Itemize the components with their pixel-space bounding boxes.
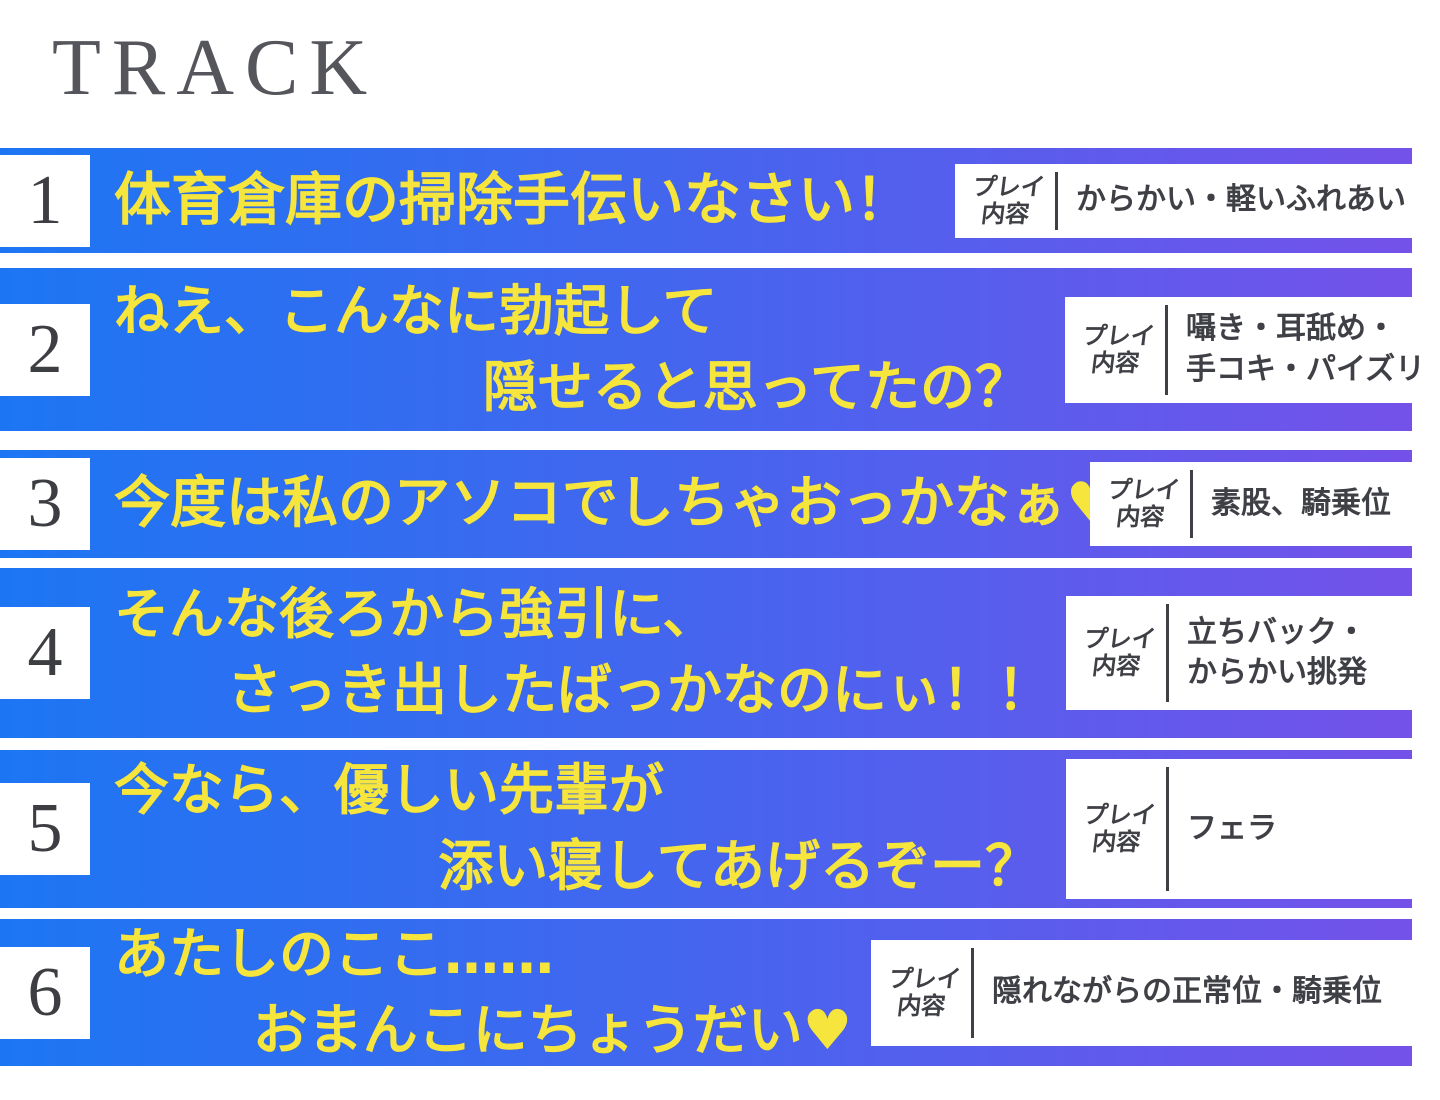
track-title-line: ねえ、こんなに勃起して (114, 278, 718, 343)
track-title-text: 今度は私のアソコでしちゃおっかなぁ♥ (114, 450, 1116, 558)
play-label-line: 内容 (1090, 828, 1143, 856)
play-label-line: プレイ (1080, 321, 1157, 350)
play-content-line: 隠れながらの正常位・騎乗位 (992, 974, 1382, 1010)
track-number-box: 2 (0, 303, 90, 396)
play-content-line: からかい・軽いふれあい (1076, 182, 1406, 218)
track-title-line: 今なら、優しい先輩が (114, 758, 665, 823)
play-content-box: プレイ 内容 からかい・軽いふれあい (955, 163, 1412, 238)
play-content-text: フェラ (1173, 809, 1277, 850)
track-title-text: 体育倉庫の掃除手伝いなさい！ (114, 148, 1372, 253)
play-content-box: プレイ 内容 隠れながらの正常位・騎乗位 (871, 939, 1412, 1046)
track-rows: 1 体育倉庫の掃除手伝いなさい！ プレイ 内容 からかい・軽いふれあい 2 (0, 148, 1425, 1066)
play-label: プレイ 内容 (878, 964, 971, 1020)
track-number: 1 (27, 161, 63, 239)
track-title-line: そんな後ろから強引に、 (114, 582, 718, 647)
track-row-6: 6 あたしのここ…… おまんこにちょうだい♥ プレイ 内容 隠れながらの正常位・… (0, 919, 1412, 1066)
play-content-text: 素股、騎乗位 (1197, 484, 1391, 525)
play-label-line: プレイ (970, 172, 1047, 201)
divider (1166, 604, 1169, 702)
track-title-text: ねえ、こんなに勃起して 隠せると思ってたの？ (114, 268, 1030, 431)
track-number-box: 6 (0, 946, 90, 1039)
play-content-text: からかい・軽いふれあい (1062, 180, 1406, 221)
play-label: プレイ 内容 (962, 172, 1055, 228)
track-title-text: あたしのここ…… おまんこにちょうだい♥ (114, 919, 852, 1066)
play-content-line: 素股、騎乗位 (1211, 485, 1391, 521)
play-label-line: 内容 (979, 199, 1032, 228)
track-number-box: 1 (0, 154, 90, 247)
play-label: プレイ 内容 (1097, 476, 1190, 531)
play-label-line: プレイ (1105, 476, 1182, 505)
play-label: プレイ 内容 (1073, 801, 1166, 856)
track-title-text: 今なら、優しい先輩が 添い寝してあげるぞー？ (114, 750, 1040, 908)
play-content-line: 囁き・耳舐め・ (1186, 311, 1396, 346)
track-number: 4 (27, 614, 63, 691)
track-row-3: 3 今度は私のアソコでしちゃおっかなぁ♥ プレイ 内容 素股、騎乗位 (0, 450, 1412, 558)
track-number-box: 4 (0, 607, 90, 699)
play-label-line: 内容 (1090, 652, 1143, 680)
play-content-box: プレイ 内容 囁き・耳舐め・ 手コキ・パイズリ (1065, 296, 1425, 403)
page-title: TRACK (52, 24, 379, 112)
track-title-line: 今度は私のアソコでしちゃおっかなぁ♥ (114, 471, 1117, 537)
track-row-2: 2 ねえ、こんなに勃起して 隠せると思ってたの？ プレイ 内容 囁き・耳舐め・ … (0, 268, 1425, 431)
play-content-line: 立ちバック・ (1187, 614, 1367, 650)
play-label-line: 内容 (1089, 348, 1142, 377)
track-number-box: 5 (0, 783, 90, 875)
track-number-box: 3 (0, 458, 90, 550)
track-title-line: あたしのここ…… (114, 921, 555, 986)
divider (1166, 767, 1169, 891)
track-row-4: 4 そんな後ろから強引に、 さっき出したばっかなのにぃ！！ プレイ 内容 立ちバ… (0, 568, 1412, 738)
play-content-text: 囁き・耳舐め・ 手コキ・パイズリ (1172, 309, 1425, 390)
divider (1055, 171, 1058, 230)
play-content-line: 手コキ・パイズリ (1186, 351, 1426, 387)
divider (1165, 304, 1168, 395)
play-label: プレイ 内容 (1072, 321, 1165, 377)
play-content-box: プレイ 内容 立ちバック・ からかい挑発 (1066, 596, 1412, 710)
track-title-text: そんな後ろから強引に、 さっき出したばっかなのにぃ！！ (114, 568, 1052, 738)
track-row-5: 5 今なら、優しい先輩が 添い寝してあげるぞー？ プレイ 内容 フェラ (0, 750, 1412, 908)
track-title-line: 添い寝してあげるぞー？ (438, 834, 1040, 898)
play-label-line: 内容 (1114, 503, 1167, 531)
play-content-line: フェラ (1187, 810, 1277, 846)
track-title-line: 隠せると思ってたの？ (482, 354, 1030, 419)
track-number: 2 (27, 310, 63, 388)
play-label-line: プレイ (1081, 801, 1158, 830)
play-label-line: プレイ (1081, 625, 1158, 654)
track-number: 5 (27, 790, 63, 867)
divider (971, 947, 974, 1038)
play-label: プレイ 内容 (1073, 625, 1166, 680)
play-label-line: 内容 (895, 991, 948, 1020)
track-number: 6 (27, 953, 63, 1031)
track-title-line: 体育倉庫の掃除手伝いなさい！ (114, 167, 912, 234)
play-content-text: 隠れながらの正常位・騎乗位 (978, 972, 1382, 1013)
play-content-box: プレイ 内容 フェラ (1066, 759, 1412, 899)
track-title-line: さっき出したばっかなのにぃ！！ (226, 658, 1052, 722)
track-row-1: 1 体育倉庫の掃除手伝いなさい！ プレイ 内容 からかい・軽いふれあい (0, 148, 1412, 253)
play-label-line: プレイ (886, 964, 963, 993)
play-content-text: 立ちバック・ からかい挑発 (1173, 613, 1367, 694)
track-title-line: おまんこにちょうだい♥ (252, 997, 852, 1062)
play-content-box: プレイ 内容 素股、騎乗位 (1090, 462, 1412, 546)
divider (1190, 470, 1193, 538)
track-number: 3 (27, 465, 63, 542)
play-content-line: からかい挑発 (1187, 655, 1367, 690)
